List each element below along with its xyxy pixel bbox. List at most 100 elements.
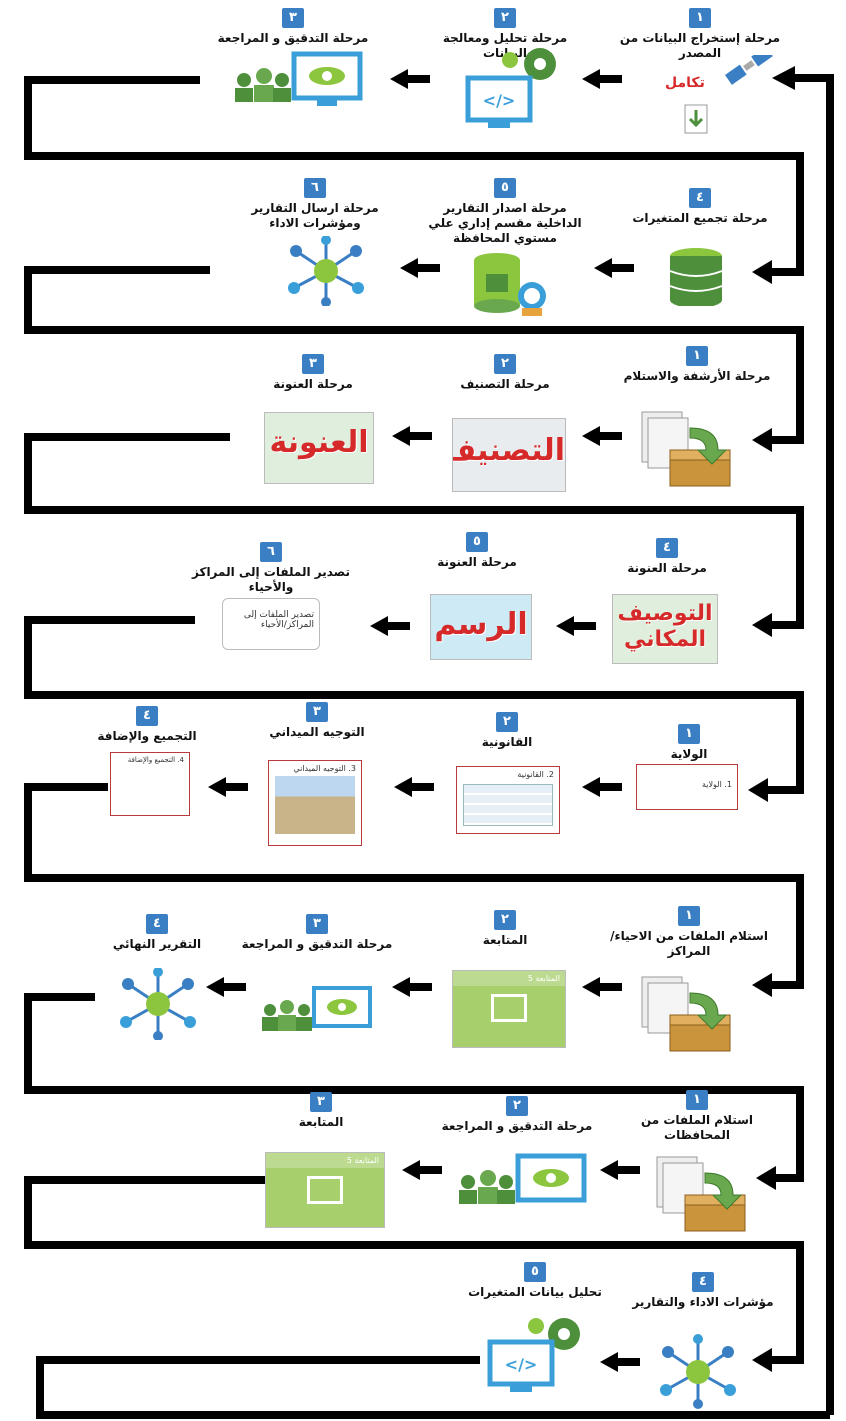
step-label: استلام الملفات من الاحياء/المراكز: [610, 929, 768, 958]
report-db-icon: [472, 252, 552, 322]
review-monitor-icon: [260, 986, 375, 1042]
step-label: المتابعة: [482, 933, 528, 947]
step-label: استلام الملفات من المحافظات: [640, 1113, 754, 1142]
code-monitor-icon: </>: [462, 42, 572, 136]
doc-table: [463, 784, 553, 826]
node-r6-1: ١ استلام الملفات من الاحياء/المراكز: [604, 904, 774, 959]
step-number: ١: [678, 906, 700, 926]
node-r8-2: ٥ تحليل بيانات المتغيرات: [450, 1260, 620, 1300]
slide-text: المتابعة 5: [266, 1153, 384, 1168]
monitor-icon: [307, 1176, 343, 1204]
state-doc: 1. الولاية: [636, 764, 738, 810]
step-label: مرحلة ارسال التقارير ومؤشرات الاداء: [251, 201, 379, 230]
step-label: مرحلة تجميع المتغيرات: [632, 211, 768, 225]
step-number: ١: [686, 346, 708, 366]
step-number: ٥: [466, 532, 488, 552]
step-number: ٢: [494, 910, 516, 930]
node-r4-1: ٤ مرحلة العنونة: [582, 536, 752, 576]
step-number: ٥: [494, 178, 516, 198]
followup-slide: المتابعة 5: [452, 970, 566, 1048]
card-text: تصدير الملفات إلى المراكز/الأحياء: [243, 610, 314, 630]
spatial-description-thumbnail: التوصيف المكاني: [612, 594, 718, 664]
step-label: مرحلة التدقيق و المراجعة: [217, 31, 369, 45]
legal-doc: 2. القانونية: [456, 766, 560, 834]
step-number: ٣: [310, 1092, 332, 1112]
slide-text: المتابعة 5: [453, 971, 565, 986]
connector-r4: [24, 616, 804, 794]
thumbnail-title: الرسم: [434, 607, 528, 642]
node-r3-3: ٣ مرحلة العنونة: [228, 352, 398, 392]
step-number: ٢: [496, 712, 518, 732]
step-label: تصدير الملفات إلى المراكز والأحياء: [192, 565, 350, 594]
step-label: مرحلة التدقيق و المراجعة: [441, 1119, 593, 1133]
step-label: مؤشرات الاداء والتقارير: [632, 1295, 774, 1309]
node-r2-3: ٦ مرحلة ارسال التقارير ومؤشرات الاداء: [230, 176, 400, 231]
node-r7-2: ٢ مرحلة التدقيق و المراجعة: [432, 1094, 602, 1134]
addressing-thumbnail: العنونة: [264, 412, 374, 484]
step-label: التوجيه الميداني: [269, 725, 365, 739]
connector-r2: [24, 266, 804, 444]
node-r8-1: ٤ مؤشرات الاداء والتقارير: [618, 1270, 788, 1310]
step-label: التجميع والإضافة: [97, 729, 197, 743]
step-number: ٣: [306, 914, 328, 934]
node-r7-3: ٣ المتابعة: [236, 1090, 406, 1130]
step-label: مرحلة اصدار التقارير الداخلية مقسم إداري…: [428, 201, 582, 245]
step-number: ١: [689, 8, 711, 28]
export-files-card: تصدير الملفات إلى المراكز/الأحياء: [222, 598, 320, 650]
step-number: ٣: [282, 8, 304, 28]
node-r3-1: ١ مرحلة الأرشفة والاستلام: [612, 344, 782, 384]
step-number: ٤: [692, 1272, 714, 1292]
connector-r5: [24, 783, 804, 989]
thumbnail-title: التوصيف المكاني: [617, 601, 713, 652]
step-label: مرحلة العنونة: [273, 377, 353, 391]
step-label: تحليل بيانات المتغيرات: [468, 1285, 602, 1299]
step-label: مرحلة الأرشفة والاستلام: [623, 369, 771, 383]
node-r5-3: ٣ التوجيه الميداني: [232, 700, 402, 740]
database-icon: [668, 246, 724, 310]
step-number: ٢: [506, 1096, 528, 1116]
node-r6-4: ٤ التقرير النهائي: [72, 912, 242, 952]
step-number: ٤: [689, 188, 711, 208]
node-r6-3: ٣ مرحلة التدقيق و المراجعة: [232, 912, 402, 952]
field-photo: [275, 776, 355, 834]
step-number: ٦: [260, 542, 282, 562]
doc-text: 1. الولاية: [701, 780, 732, 789]
step-number: ٤: [136, 706, 158, 726]
node-r5-1: ١ الولاية: [604, 722, 774, 762]
step-label: مرحلة العنونة: [437, 555, 517, 569]
satellite-icon: تكامل: [665, 46, 775, 139]
node-r5-2: ٢ القانونية: [422, 710, 592, 750]
connector-r7: [24, 1176, 804, 1364]
step-label: مرحلة إستخراج البيانات من المصدر: [619, 31, 781, 60]
node-r6-2: ٢ المتابعة: [420, 908, 590, 948]
doc-text: 2. القانونية: [517, 770, 554, 779]
review-monitor-icon: [232, 50, 367, 114]
step-label: مرحلة العنونة: [627, 561, 707, 575]
brand-text: تكامل: [665, 75, 705, 91]
step-number: ٣: [306, 702, 328, 722]
doc-text: 4. التجميع والإضافة: [127, 756, 184, 764]
step-label: التقرير النهائي: [112, 937, 202, 951]
step-label: مرحلة التدقيق و المراجعة: [241, 937, 393, 951]
classification-thumbnail: التصنيف: [452, 418, 566, 492]
step-number: ٢: [494, 8, 516, 28]
node-r4-2: ٥ مرحلة العنونة: [392, 530, 562, 570]
node-r2-1: ٤ مرحلة تجميع المتغيرات: [615, 186, 785, 226]
step-number: ٥: [524, 1262, 546, 1282]
step-label: الولاية: [670, 747, 708, 761]
archive-box-icon: [640, 975, 735, 1059]
step-number: ١: [678, 724, 700, 744]
code-monitor-icon: </>: [484, 1312, 594, 1404]
node-r5-4: ٤ التجميع والإضافة: [62, 704, 232, 744]
step-label: مرحلة التصنيف: [460, 377, 550, 391]
connector-r8: [36, 1356, 830, 1419]
aggregation-doc: 4. التجميع والإضافة: [110, 752, 190, 816]
connector-r1: [24, 76, 804, 276]
network-hub-icon: [658, 1334, 738, 1414]
return-line: [790, 74, 834, 1415]
review-monitor-icon: [456, 1152, 591, 1216]
doc-text: 3. التوجيه الميداني: [293, 764, 356, 773]
followup-slide: المتابعة 5: [265, 1152, 385, 1228]
step-number: ٦: [304, 178, 326, 198]
node-r1-2: ٢ مرحلة تحليل ومعالجة البيانات: [420, 6, 590, 61]
